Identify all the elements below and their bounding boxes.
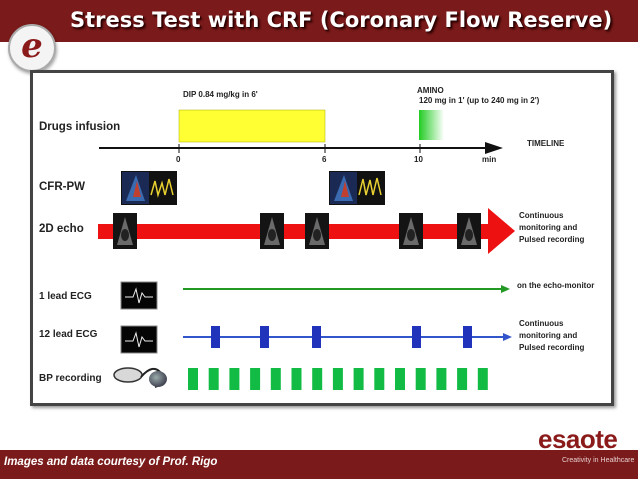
ecg12-marker-4 <box>412 326 421 348</box>
cfr-doppler-image-2 <box>329 171 385 205</box>
image-credit: Images and data courtesy of Prof. Rigo <box>4 456 218 468</box>
bp-marker-7 <box>312 368 323 390</box>
ecg12-markers <box>211 326 472 348</box>
ecg12-note-line2: monitoring and <box>519 331 578 340</box>
ecg12-note-line1: Continuous <box>519 319 564 328</box>
drugs-infusion-label: Drugs infusion <box>39 121 121 133</box>
amino-infusion-bar <box>419 110 444 140</box>
ecg12-note-line3: Pulsed recording <box>519 343 585 352</box>
tick-label-0: 0 <box>176 155 181 164</box>
timeline-arrowhead <box>485 142 503 154</box>
bp-marker-8 <box>332 368 343 390</box>
ecg12-marker-2 <box>260 326 269 348</box>
echo-image-4 <box>399 213 423 249</box>
bp-markers <box>188 368 488 390</box>
ecg1-note: on the echo-monitor <box>517 281 595 290</box>
tick-label-10: 10 <box>414 155 423 164</box>
ecg12-marker-5 <box>463 326 472 348</box>
echo-note-line1: Continuous <box>519 211 564 220</box>
cfr-doppler-image-1 <box>121 171 177 205</box>
brand-name: esaote <box>538 424 618 454</box>
esaote-logo: esaote Creativity in Healthcare <box>538 426 636 466</box>
header-bar <box>0 0 638 42</box>
ecg1-monitor-icon <box>120 281 158 310</box>
ecg12-arrowhead <box>503 333 512 341</box>
brand-tagline: Creativity in Healthcare <box>562 457 635 464</box>
bp-recording-label: BP recording <box>39 373 102 384</box>
e-logo-icon: e <box>8 24 56 72</box>
bp-marker-3 <box>229 368 240 390</box>
bp-marker-11 <box>395 368 405 390</box>
ecg12-marker-1 <box>211 326 220 348</box>
echo-note-line3: Pulsed recording <box>519 235 585 244</box>
footer-bar <box>0 450 638 479</box>
timeline-unit: min <box>482 155 497 164</box>
bp-marker-14 <box>457 368 468 390</box>
echo-arrow-shaft <box>98 224 488 239</box>
dip-dose-label: DIP 0.84 mg/kg in 6' <box>183 90 258 99</box>
bp-marker-13 <box>436 368 447 390</box>
amino-dose-label: 120 mg in 1' (up to 240 mg in 2') <box>419 96 540 105</box>
timeline-diagram <box>98 109 515 390</box>
ecg12-monitor-icon <box>120 325 158 354</box>
echo-note-line2: monitoring and <box>519 223 578 232</box>
echo-arrow-head <box>488 208 515 254</box>
logo-letter: e <box>21 26 43 66</box>
ecg1-label: 1 lead ECG <box>39 291 92 302</box>
bp-marker-9 <box>353 368 364 390</box>
ecg12-marker-3 <box>312 326 321 348</box>
echo-image-5 <box>457 213 481 249</box>
echo-2d-label: 2D echo <box>39 223 84 235</box>
ecg1-arrowhead <box>501 285 510 293</box>
diagram-panel: DIP 0.84 mg/kg in 6' AMINO 120 mg in 1' … <box>30 70 614 406</box>
amino-title: AMINO <box>417 86 444 95</box>
bp-marker-12 <box>415 368 426 390</box>
bp-marker-4 <box>250 368 261 390</box>
bp-marker-10 <box>374 368 385 390</box>
bp-marker-15 <box>477 368 488 390</box>
bp-marker-1 <box>188 368 198 390</box>
echo-image-2 <box>260 213 284 249</box>
bp-marker-2 <box>208 368 219 390</box>
bp-marker-6 <box>291 368 302 390</box>
timeline-label: TIMELINE <box>527 139 565 148</box>
slide-title: Stress Test with CRF (Coronary Flow Rese… <box>70 8 613 32</box>
bp-marker-5 <box>270 368 281 390</box>
tick-label-6: 6 <box>322 155 327 164</box>
cfr-pw-label: CFR-PW <box>39 181 85 193</box>
echo-image-1 <box>113 213 137 249</box>
dip-infusion-bar <box>178 109 326 143</box>
bp-cuff-icon <box>113 367 167 388</box>
ecg12-label: 12 lead ECG <box>39 329 98 340</box>
echo-image-3 <box>305 213 329 249</box>
